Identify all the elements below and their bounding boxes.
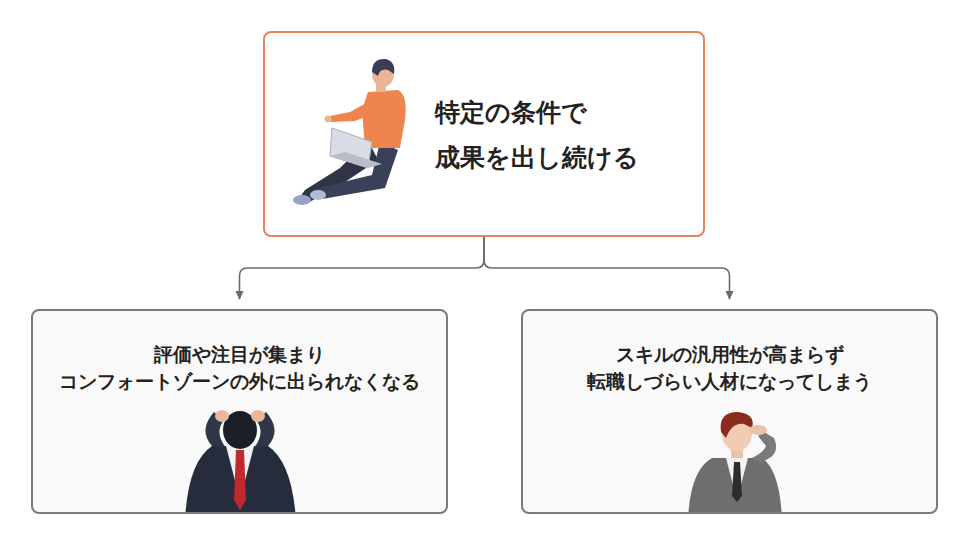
branch-connector [484, 237, 730, 299]
box-text: 評価や注目が集まり コンフォートゾーンの外に出られなくなる [33, 341, 446, 395]
box-text: スキルの汎用性が高まらず 転職しづらい人材になってしまう [523, 341, 936, 395]
outcome-box: 特定の条件で 成果を出し続ける [263, 31, 705, 237]
box-text: 特定の条件で 成果を出し続ける [435, 90, 697, 180]
branch-connector [240, 237, 485, 299]
consequence-box: スキルの汎用性が高まらず 転職しづらい人材になってしまう [521, 309, 938, 514]
consequence-box: 評価や注目が集まり コンフォートゾーンの外に出られなくなる [31, 309, 448, 514]
